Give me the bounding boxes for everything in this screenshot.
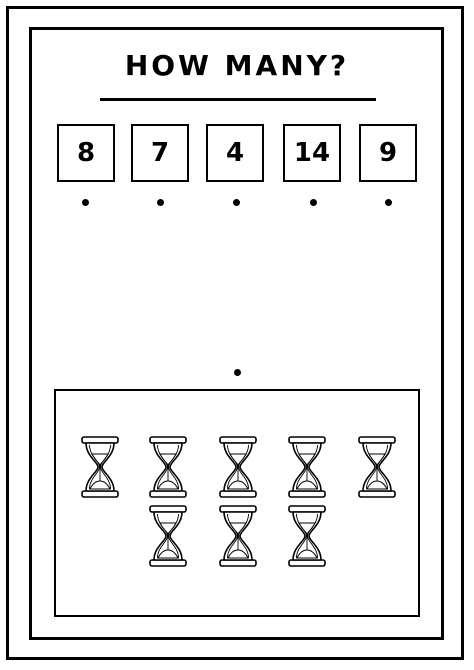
answer-option-1[interactable]: 8 — [57, 124, 115, 182]
hourglass-icon — [149, 505, 187, 567]
hourglass-icon — [149, 436, 187, 498]
title-underline — [100, 98, 376, 101]
hourglass-icon — [219, 505, 257, 567]
hourglass-icon — [288, 505, 326, 567]
picture-dot[interactable] — [234, 369, 241, 376]
answer-option-3[interactable]: 4 — [206, 124, 264, 182]
answer-dot-1[interactable] — [82, 199, 89, 206]
hourglass-icon — [358, 436, 396, 498]
hourglass-icon — [81, 436, 119, 498]
answer-option-2[interactable]: 7 — [131, 124, 189, 182]
answer-dot-4[interactable] — [310, 199, 317, 206]
answer-option-5[interactable]: 9 — [359, 124, 417, 182]
answer-dot-2[interactable] — [157, 199, 164, 206]
picture-area — [54, 389, 420, 617]
answer-dot-5[interactable] — [385, 199, 392, 206]
answer-dot-3[interactable] — [233, 199, 240, 206]
hourglass-icon — [288, 436, 326, 498]
hourglass-icon — [219, 436, 257, 498]
page-title: HOW MANY? — [124, 49, 350, 82]
answer-option-4[interactable]: 14 — [283, 124, 341, 182]
